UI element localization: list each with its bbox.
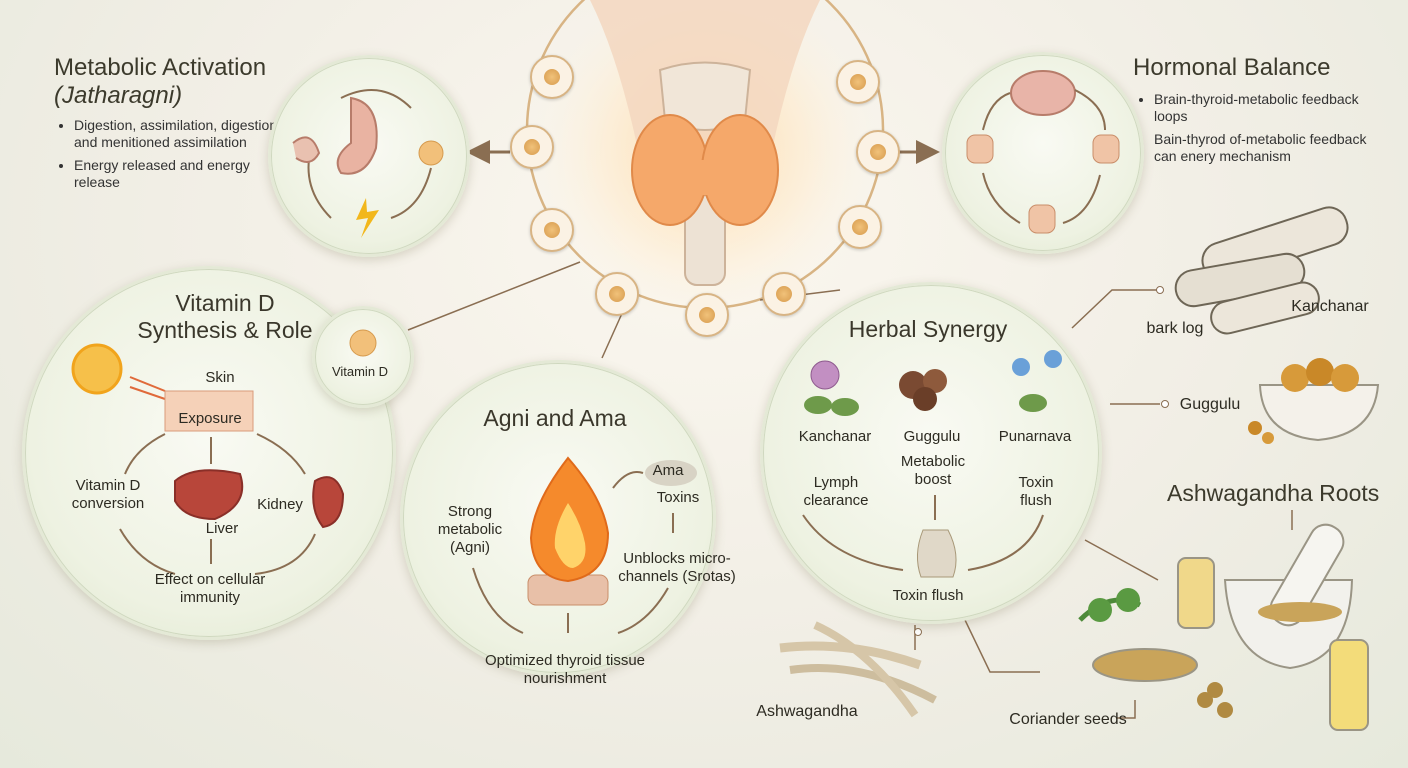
line-vitd-ring (407, 261, 581, 331)
kanchanar-flower-icon (804, 360, 859, 416)
callout-ashwagandha: Ashwagandha (756, 703, 858, 720)
callout-ashwagandha-roots: Ashwagandha Roots (1167, 480, 1380, 506)
vitamin-d-badge-label: Vitamin D (331, 364, 389, 379)
coriander-icon (1078, 588, 1233, 718)
herbal-circle (760, 282, 1102, 624)
bark-log-icon (1174, 206, 1349, 335)
ring-node-6 (762, 272, 806, 316)
sun-icon (349, 329, 377, 357)
ring-node-2 (510, 125, 554, 169)
ring-node-7 (836, 60, 880, 104)
hormonal-circle (942, 52, 1144, 254)
toxin-vessel-icon (917, 529, 957, 578)
stomach-icon (336, 96, 378, 175)
liver-label: Liver (205, 520, 239, 537)
hormonal-bullets: Brain-thyroid-metabolic feedback loops B… (1138, 91, 1374, 171)
agni-circle (400, 360, 716, 676)
ring-node-1 (530, 55, 574, 99)
guggulu-resin-icon (899, 369, 947, 411)
hormonal-title: Hormonal Balance (1133, 54, 1331, 81)
unblocks-label: Unblocks micro-channels (Srotas) (618, 550, 736, 585)
ama-blob (645, 460, 697, 486)
conversion-label: Vitamin D conversion (71, 477, 145, 512)
callout-kanchanar: Kanchanar (1291, 298, 1369, 315)
thyroid-mini-icon-bottom (1028, 204, 1056, 234)
guggulu-bowl-icon (1248, 358, 1380, 444)
toxins-label: Toxins (656, 489, 700, 506)
line-coriander (964, 619, 1040, 673)
oil-bottle-icon (1177, 557, 1215, 629)
punarnava-flower-icon (1012, 350, 1062, 412)
thyroid-mini-icon-right (1092, 134, 1120, 164)
agni-title: Agni and Ama (483, 405, 627, 431)
sun-icon (71, 343, 123, 395)
callout-guggulu: Guggulu (1179, 396, 1241, 413)
lymph-label: Lymph clearance (803, 474, 869, 509)
ring-node-4 (595, 272, 639, 316)
ring-node-8 (856, 130, 900, 174)
intestine-icon (292, 136, 321, 163)
brain-icon (1010, 70, 1076, 116)
ring-node-3 (530, 208, 574, 252)
toxin-flush-label: Toxin flush (892, 587, 964, 604)
herbal-punarnava-label: Punarnava (998, 428, 1072, 445)
hormonal-bullet-2: Bain-thyrod of-metabolic feedback can en… (1154, 131, 1374, 165)
metabolic-title: Metabolic Activation (Jatharagni) (54, 54, 267, 109)
metabolic-boost-label: Metabolic boost (900, 453, 966, 488)
liver-icon (174, 469, 244, 521)
metabolic-circle (268, 55, 470, 257)
ama-label: Ama (652, 462, 684, 479)
toxin-flush-small-label: Toxin flush (1018, 474, 1054, 509)
herbal-title: Herbal Synergy (848, 316, 1008, 342)
sun-icon (418, 140, 444, 166)
kidney-label: Kidney (257, 496, 303, 513)
line-kanchanar (1071, 289, 1160, 329)
vitamin-d-title: Vitamin D Synthesis & Role (137, 290, 313, 343)
hormonal-bullet-1: Brain-thyroid-metabolic feedback loops (1154, 91, 1374, 125)
mortar-pestle-icon (1223, 523, 1354, 670)
effect-label: Effect on cellular immunity (154, 571, 266, 606)
callout-bark-log: bark log (1146, 320, 1204, 337)
ring-node-5 (685, 293, 729, 337)
ashwagandha-root-icon (779, 621, 937, 718)
thyroid-isthmus (680, 160, 730, 195)
callout-coriander: Coriander seeds (1009, 711, 1127, 728)
herbal-kanchanar-label: Kanchanar (798, 428, 872, 445)
thyroid-mini-icon-left (966, 134, 994, 164)
oil-bottle-icon-2 (1329, 639, 1369, 731)
optimized-label: Optimized thyroid tissue nourishment (484, 652, 646, 687)
herbal-guggulu-label: Guggulu (903, 428, 961, 445)
exposure-label: Exposure (178, 410, 242, 427)
metabolic-bullets: Digestion, assimilation, digestion,, and… (58, 117, 289, 197)
kidney-icon (312, 476, 345, 529)
metabolic-bullet-2: Energy released and energy release (74, 157, 289, 191)
strong-agni-label: Strong metabolic (Agni) (437, 503, 503, 556)
ring-node-9 (838, 205, 882, 249)
skin-label: Skin (205, 369, 235, 386)
skin-layer-icon (164, 390, 254, 432)
vitamin-d-badge (312, 306, 414, 408)
lightning-icon (356, 198, 379, 238)
metabolic-bullet-1: Digestion, assimilation, digestion,, and… (74, 117, 289, 151)
